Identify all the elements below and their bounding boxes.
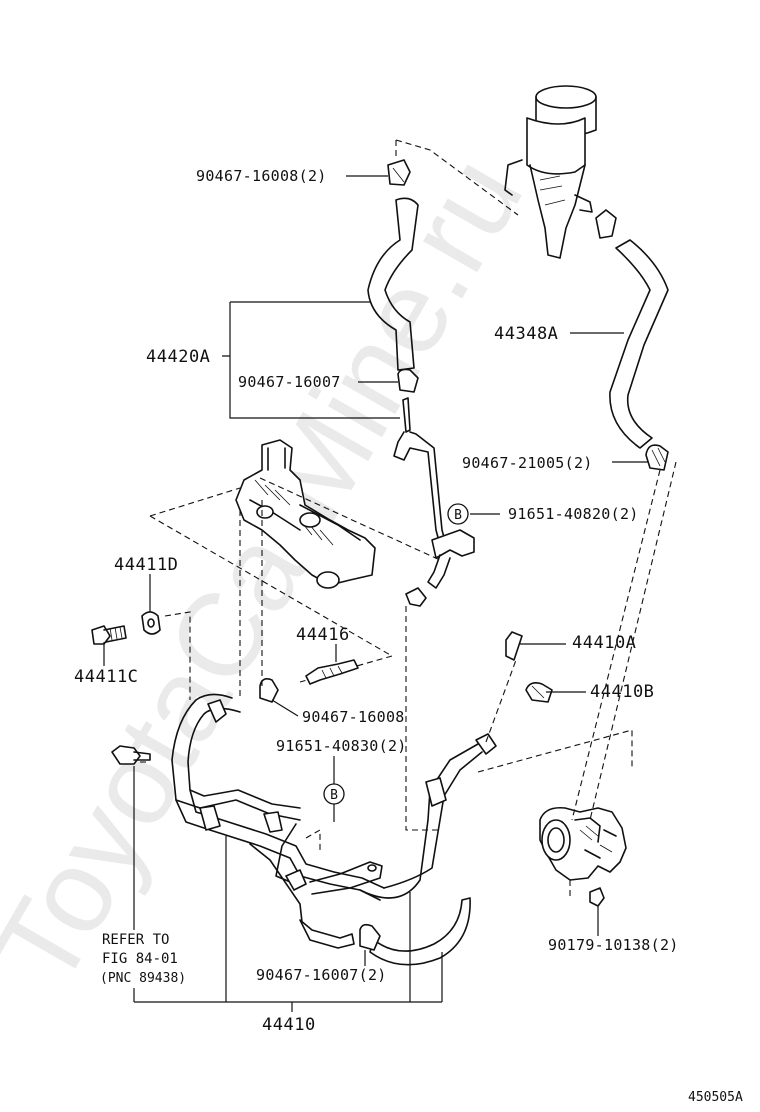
return-tube-assembly <box>393 397 475 607</box>
callout-44410: 44410 <box>262 1015 316 1035</box>
callout-90467-16007-2: 90467-16007(2) <box>256 966 387 984</box>
marker-b-lower-label: B <box>330 788 338 803</box>
hose-44420a <box>367 197 419 371</box>
callout-44416: 44416 <box>296 625 350 645</box>
union-44416 <box>305 659 359 685</box>
refer-note-line1: REFER TO <box>102 932 169 948</box>
figure-id: 450505A <box>688 1090 743 1105</box>
marker-b-upper-label: B <box>454 508 462 523</box>
callout-44348a: 44348A <box>494 324 558 344</box>
callout-90467-21005-2: 90467-21005(2) <box>462 454 593 472</box>
callout-44420a: 44420A <box>146 347 210 367</box>
union-44410a <box>505 631 523 661</box>
clamp-90467-16008-lower <box>259 678 279 703</box>
clamp-top-90467-16008 <box>387 159 411 186</box>
union-44410b <box>525 682 553 703</box>
callout-44410b: 44410B <box>590 682 654 702</box>
refer-note: REFER TO FIG 84-01 (PNC 89438) <box>98 930 198 988</box>
pressure-switch <box>111 745 151 765</box>
callout-91651-40820-2: 91651-40820(2) <box>508 505 639 523</box>
watermark: ToyotaCarMine.ru <box>0 135 548 1008</box>
clamp-90467-16007 <box>397 368 419 393</box>
callout-44411c: 44411C <box>74 667 138 687</box>
vane-pump <box>539 806 627 907</box>
callout-91651-40830-2: 91651-40830(2) <box>276 737 407 755</box>
callout-90467-16007: 90467-16007 <box>238 373 341 391</box>
reservoir-tank <box>504 85 617 259</box>
alignment-dashed-lines <box>140 139 677 900</box>
hose-assembly-44410 <box>171 693 497 966</box>
union-bolt-44411c <box>91 625 127 645</box>
callout-90467-16008-2: 90467-16008(2) <box>196 167 327 185</box>
callout-44410a: 44410A <box>572 633 636 653</box>
callout-44411d: 44411D <box>114 555 178 575</box>
marker-b-lower: B <box>323 783 345 805</box>
callout-90179-10138-2: 90179-10138(2) <box>548 936 679 954</box>
hose-44348a <box>609 239 669 449</box>
gasket-44411d <box>141 611 161 635</box>
marker-b-upper: B <box>447 503 469 525</box>
callout-90467-16008: 90467-16008 <box>302 708 405 726</box>
refer-note-line3: (PNC 89438) <box>100 971 186 986</box>
clamp-90467-21005 <box>645 444 669 471</box>
refer-note-line2: FIG 84-01 <box>102 951 178 967</box>
